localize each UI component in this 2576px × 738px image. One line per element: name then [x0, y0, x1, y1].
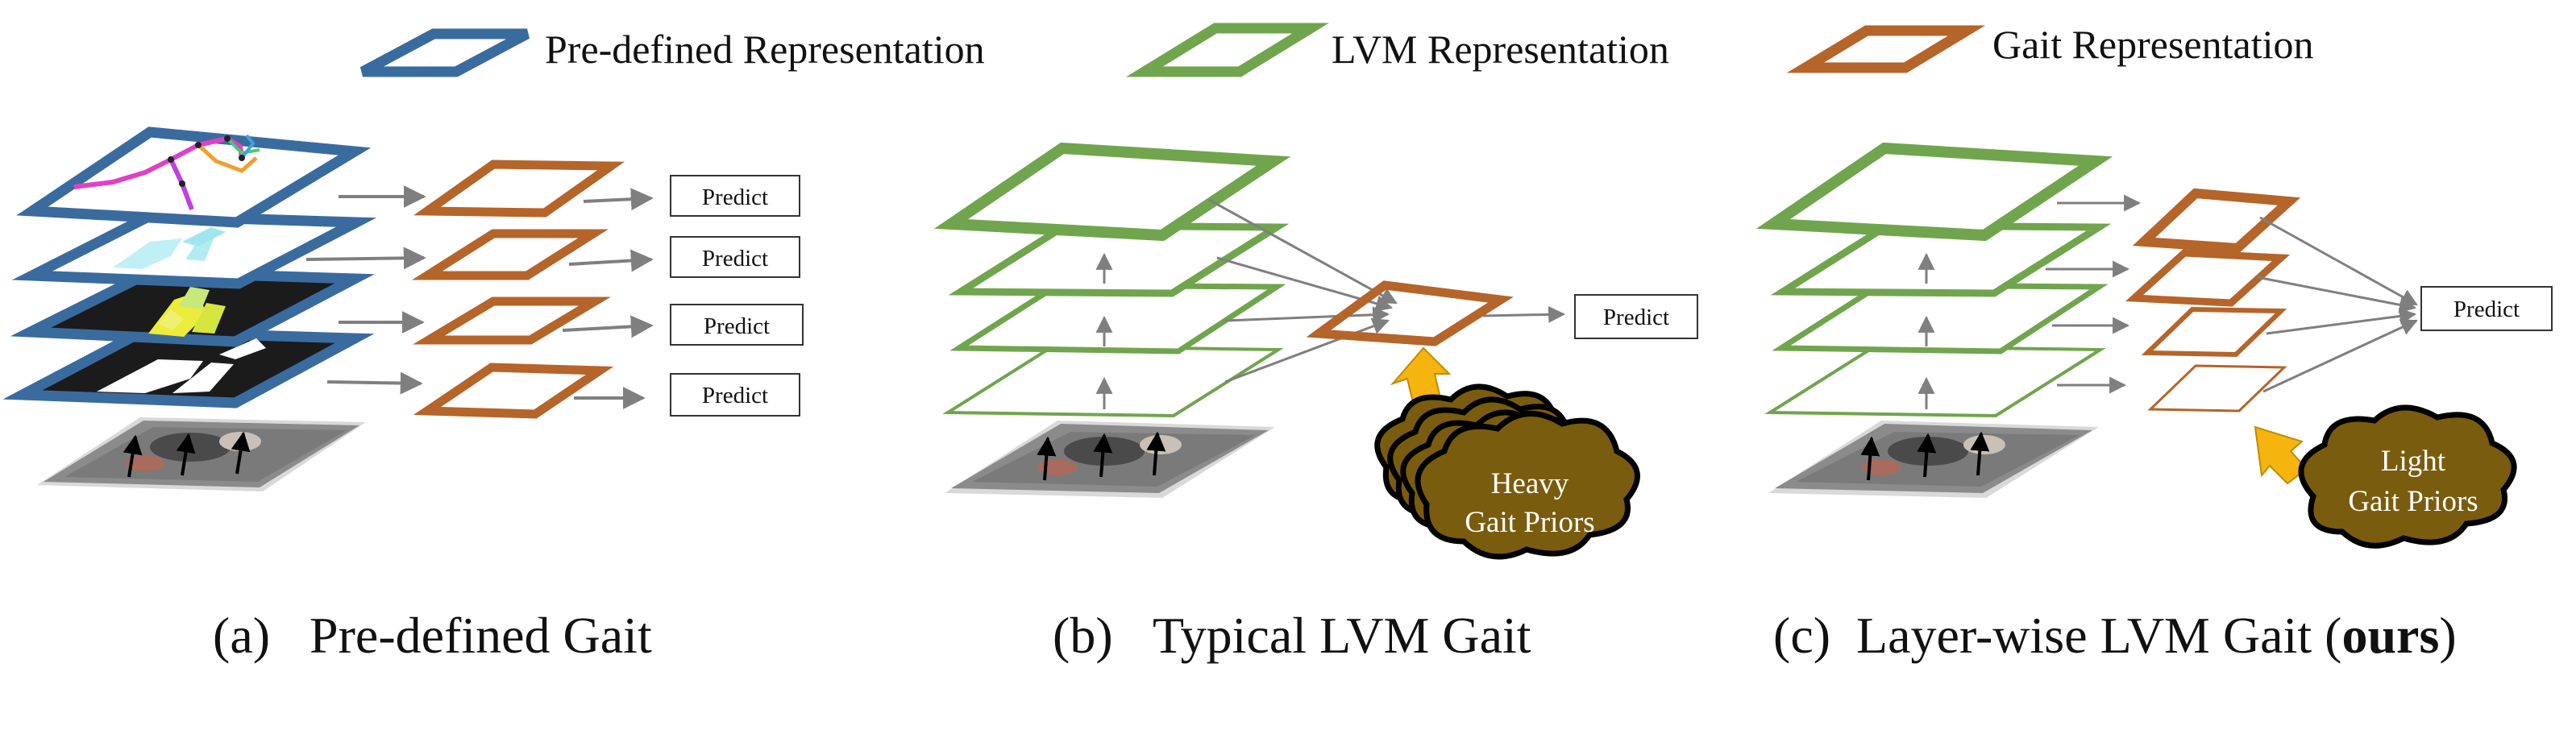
caption-text: Pre-defined Gait	[310, 607, 652, 664]
panel-a-input-arrows	[123, 431, 251, 478]
legend-item-gait: Gait Representation	[1786, 22, 2314, 73]
skeleton-layer	[16, 126, 372, 228]
predict-label: Predict	[702, 184, 768, 210]
panel-b-caption: (b) Typical LVM Gait	[1053, 607, 1531, 664]
panel-a-predict-arrows	[562, 188, 654, 409]
gait-representation	[2141, 306, 2287, 358]
legend-item-predefined: Pre-defined Representation	[359, 27, 985, 77]
caption-text: Layer-wise LVM Gait (	[1856, 607, 2341, 664]
caption-line: (c) Layer-wise LVM Gait (ours)	[1773, 607, 2457, 664]
panel-c-gait-representations	[2125, 188, 2301, 413]
panel-c: Predict Light Gait Priors (c) Layer-wise …	[1755, 142, 2553, 664]
legend-label-lvm: LVM Representation	[1332, 27, 1669, 72]
silhouette-layer-bottom	[2, 326, 375, 408]
lvm-layer-2	[949, 282, 1286, 354]
heavy-prior-clouds	[1374, 384, 1640, 560]
predict-label: Predict	[702, 383, 768, 408]
predict-label: Predict	[1603, 305, 1669, 330]
predict-box	[670, 175, 800, 217]
legend-label-predefined: Pre-defined Representation	[545, 27, 985, 72]
gait-representation	[2125, 249, 2291, 307]
predict-box	[2420, 286, 2553, 331]
lvm-layers	[1755, 142, 2113, 418]
cloud-text-line1: Heavy	[1491, 467, 1569, 500]
legend: Pre-defined Representation LVM Represent…	[359, 22, 2314, 77]
lvm-layer-3	[948, 222, 1290, 297]
rgb-input-frame	[945, 421, 1275, 498]
rgb-input-frame	[1768, 421, 2099, 498]
light-prior-cloud	[2298, 404, 2517, 549]
panel-c-caption: (c) Layer-wise LVM Gait (ours)	[1773, 607, 2457, 664]
silhouette-layer-top	[10, 267, 375, 347]
lvm-layer-4	[933, 142, 1291, 242]
legend-item-lvm: LVM Representation	[1125, 23, 1669, 77]
panel-a-predict-boxes: Predict Predict Predict Predict	[670, 175, 804, 417]
predict-box	[670, 236, 800, 278]
lvm-layers	[933, 142, 1291, 418]
lvm-layer-4	[1755, 142, 2113, 242]
caption-prefix: (c)	[1773, 607, 1830, 664]
caption-text: Typical LVM Gait	[1153, 607, 1531, 664]
predict-box	[670, 304, 804, 346]
cloud-text-line2: Gait Priors	[2348, 485, 2478, 518]
rgb-input-frame	[37, 417, 366, 491]
predict-label: Predict	[704, 313, 770, 339]
caption-bold: ours	[2341, 607, 2439, 664]
predict-label: Predict	[702, 246, 768, 272]
panel-a: Predict Predict Predict Predict (a) Pre-…	[2, 126, 804, 664]
caption-prefix: (a)	[213, 607, 270, 664]
panel-b: Predict Heavy Gait Priors (b) Typical LV…	[933, 142, 1698, 664]
panel-c-input-arrows	[1860, 431, 1990, 481]
legend-swatch-blue	[359, 28, 530, 77]
predict-arrow	[1482, 305, 1566, 323]
lvm-layer-1	[942, 344, 1284, 418]
lvm-layer-2	[1772, 282, 2109, 354]
predict-box	[670, 373, 800, 417]
panel-a-layer-arrows	[305, 185, 426, 395]
panel-c-layer-arrows	[2046, 194, 2142, 394]
panel-b-input-arrows	[1037, 431, 1166, 481]
panel-a-gait-representations	[412, 160, 625, 419]
caption-close: )	[2439, 607, 2456, 664]
gait-representation	[2132, 188, 2301, 254]
lvm-layer-1	[1764, 344, 2106, 418]
gait-representation	[1306, 280, 1514, 346]
parsing-layer	[11, 210, 377, 289]
cloud-text-line2: Gait Priors	[1465, 506, 1594, 539]
predict-box	[1574, 294, 1698, 339]
legend-swatch-green	[1125, 23, 1330, 77]
gait-representation	[2147, 364, 2287, 413]
caption-prefix: (b)	[1053, 607, 1113, 664]
cloud-text-line1: Light	[2381, 445, 2446, 478]
legend-label-gait: Gait Representation	[1992, 22, 2314, 67]
panel-c-predict-arrows	[2256, 216, 2418, 393]
predict-label: Predict	[2453, 296, 2520, 322]
lvm-layer-3	[1770, 222, 2112, 297]
panel-a-caption: (a) Pre-defined Gait	[213, 607, 652, 664]
legend-swatch-brown	[1786, 25, 1986, 73]
